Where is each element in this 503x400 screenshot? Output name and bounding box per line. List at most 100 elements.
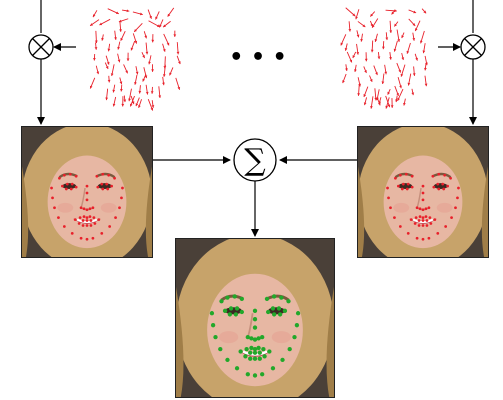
field-vector — [421, 8, 427, 14]
face-landmark — [248, 356, 253, 361]
face-landmark — [58, 176, 61, 180]
field-vector — [158, 86, 162, 99]
field-vector — [424, 55, 428, 66]
field-vector — [355, 9, 360, 20]
face-landmark — [239, 296, 244, 302]
field-vector — [401, 52, 405, 61]
field-vector — [163, 33, 170, 46]
field-vector — [130, 40, 136, 51]
face-landmark — [209, 311, 215, 316]
face-landmark — [57, 216, 60, 219]
face-landmark — [260, 372, 265, 377]
face-landmark — [394, 176, 397, 180]
face-landmark — [91, 206, 95, 210]
face-landmark — [424, 215, 428, 218]
face-landmark — [418, 207, 422, 211]
face-landmark — [252, 356, 258, 361]
face-landmark — [225, 357, 230, 363]
face-landmark — [244, 346, 249, 352]
face-landmark — [252, 373, 258, 378]
face-landmark — [85, 237, 89, 241]
face-landmark — [279, 295, 284, 300]
face-photo-left — [21, 126, 153, 258]
field-vector — [162, 64, 166, 77]
face-landmark — [414, 216, 418, 219]
face-landmark — [89, 219, 93, 222]
field-vector — [395, 95, 398, 103]
field-vector — [118, 18, 129, 23]
face-landmark — [233, 312, 239, 317]
field-vector — [110, 64, 115, 77]
face-landmark — [398, 225, 402, 228]
face-landmark — [397, 184, 400, 188]
field-vector — [393, 21, 399, 27]
field-vector — [371, 18, 379, 28]
field-vector — [345, 64, 348, 72]
face-landmark — [222, 308, 228, 313]
face-landmark — [61, 184, 64, 188]
face-landmark — [256, 336, 261, 341]
field-vector — [356, 30, 360, 38]
face-landmark — [277, 312, 283, 317]
face-landmark — [218, 346, 223, 352]
field-vector — [369, 75, 373, 83]
face-landmark — [118, 206, 121, 210]
face-landmark — [97, 218, 101, 221]
field-vector — [105, 88, 109, 101]
field-vector — [89, 19, 100, 27]
field-vector — [132, 11, 143, 16]
field-vector — [408, 18, 416, 27]
face-landmark — [100, 231, 104, 235]
field-vector — [348, 21, 352, 32]
face-landmark — [82, 215, 86, 218]
face-photo-right — [357, 126, 489, 258]
field-vector — [363, 97, 368, 106]
face-landmark — [270, 306, 276, 311]
face-landmark — [85, 191, 89, 195]
face-landmark — [50, 186, 53, 190]
field-vector — [145, 42, 149, 55]
field-vector — [151, 34, 155, 43]
face-landmark — [294, 323, 300, 328]
field-vector — [344, 43, 348, 51]
face-landmark — [107, 173, 111, 177]
field-vector — [414, 20, 421, 32]
field-vector — [151, 64, 154, 72]
face-landmark — [456, 196, 459, 200]
face-landmark — [401, 182, 405, 186]
face-landmark — [441, 182, 445, 186]
field-vector — [340, 34, 347, 46]
face-landmark — [85, 224, 89, 227]
face-landmark — [70, 182, 74, 186]
face-landmark — [404, 172, 408, 176]
field-vector — [374, 33, 378, 42]
field-vector — [345, 7, 356, 17]
face-landmark — [389, 206, 392, 210]
face-landmark — [425, 219, 429, 222]
field-vector — [412, 32, 416, 41]
field-vector — [373, 65, 378, 76]
field-vector — [360, 33, 364, 42]
face-landmark — [421, 224, 425, 227]
face-photo-result — [175, 238, 335, 398]
face-landmark — [96, 185, 100, 189]
face-landmark — [295, 311, 301, 316]
face-landmark — [262, 354, 267, 359]
field-vector — [148, 55, 152, 65]
face-landmark — [120, 196, 123, 200]
face-landmark — [79, 236, 83, 240]
face-landmark — [433, 218, 437, 221]
face-landmark — [261, 346, 266, 352]
face-landmark — [271, 312, 277, 317]
face-landmark — [81, 219, 85, 222]
face-landmark — [62, 225, 66, 228]
face-landmark — [51, 196, 54, 200]
field-vector — [385, 32, 389, 41]
face-landmark — [443, 173, 447, 177]
field-vector — [400, 64, 406, 77]
face-landmark — [387, 196, 390, 200]
field-vector — [378, 97, 382, 105]
field-vector — [411, 88, 415, 96]
face-landmark — [432, 185, 436, 189]
